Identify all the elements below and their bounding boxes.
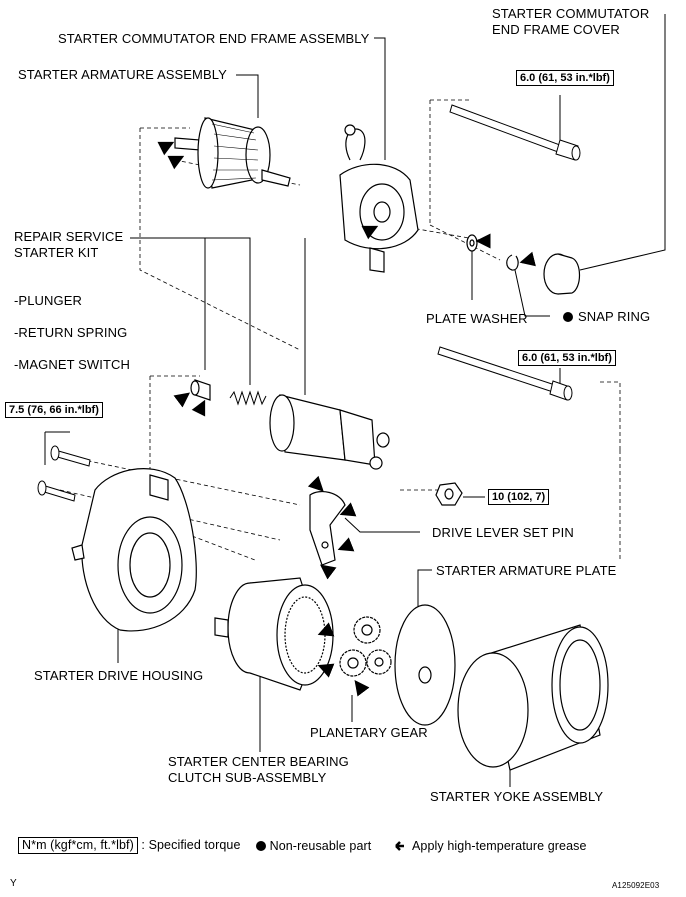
armature-assembly-drawing	[174, 117, 291, 189]
label-repair-kit-line2: STARTER KIT	[14, 245, 99, 260]
torque-spec-nut: 10 (102, 7)	[488, 489, 550, 505]
figure-id: A125092E03	[612, 881, 660, 890]
label-drive-housing: STARTER DRIVE HOUSING	[34, 668, 204, 683]
label-end-frame-cover-line2: END FRAME COVER	[492, 22, 620, 37]
center-bearing-clutch-drawing	[214, 577, 334, 691]
label-commutator-end-frame-assembly: STARTER COMMUTATOR END FRAME ASSEMBLY	[58, 31, 370, 46]
non-reusable-dot-icon	[563, 312, 573, 322]
snap-ring-drawing	[506, 254, 519, 271]
label-center-bearing-line2: CLUTCH SUB-ASSEMBLY	[168, 770, 327, 785]
armature-plate-drawing	[394, 604, 456, 726]
footer-left-code: Y	[10, 878, 17, 889]
legend-dot-icon	[256, 841, 266, 851]
label-planetary-gear: PLANETARY GEAR	[310, 725, 428, 740]
housing-bolts-drawing	[37, 445, 91, 502]
legend-non-reusable-text: Non-reusable part	[269, 839, 372, 853]
end-frame-cover-drawing	[543, 253, 581, 295]
label-yoke-assembly: STARTER YOKE ASSEMBLY	[430, 789, 604, 804]
torque-spec-top-bolt: 6.0 (61, 53 in.*lbf)	[516, 70, 614, 86]
label-center-bearing-line1: STARTER CENTER BEARING	[168, 754, 349, 769]
legend-grease-text: Apply high-temperature grease	[412, 839, 587, 853]
legend: N*m (kgf*cm, ft.*lbf) : Specified torque	[18, 837, 241, 854]
label-plunger: -PLUNGER	[14, 293, 82, 308]
label-armature-assembly: STARTER ARMATURE ASSEMBLY	[18, 67, 227, 82]
return-spring-drawing	[229, 390, 267, 406]
planetary-gear-drawing	[339, 616, 392, 677]
label-armature-plate: STARTER ARMATURE PLATE	[436, 563, 617, 578]
magnet-switch-drawing	[269, 394, 390, 470]
yoke-assembly-drawing	[457, 624, 609, 771]
plate-washer-drawing	[466, 234, 478, 252]
drive-lever-drawing	[309, 491, 346, 566]
legend-unit-box: N*m (kgf*cm, ft.*lbf)	[18, 837, 138, 854]
legend-non-reusable: Non-reusable part	[256, 838, 371, 854]
label-end-frame-cover-line1: STARTER COMMUTATOR	[492, 6, 650, 21]
grease-arrow-icons	[157, 141, 536, 697]
through-bolt-middle	[437, 346, 573, 401]
commutator-end-frame-drawing	[339, 124, 419, 273]
label-drive-lever-set-pin: DRIVE LEVER SET PIN	[432, 525, 574, 540]
torque-spec-housing-bolts: 7.5 (76, 66 in.*lbf)	[5, 402, 103, 418]
through-bolt-top	[449, 104, 581, 161]
label-repair-kit-line1: REPAIR SERVICE	[14, 229, 124, 244]
label-return-spring: -RETURN SPRING	[14, 325, 128, 340]
label-plate-washer: PLATE WASHER	[426, 311, 528, 326]
label-magnet-switch: -MAGNET SWITCH	[14, 357, 130, 372]
legend-grease-arrow-icon	[395, 841, 404, 851]
label-snap-ring: SNAP RING	[578, 309, 651, 324]
legend-specified-torque: : Specified torque	[141, 838, 241, 852]
terminal-nut-drawing	[435, 482, 463, 506]
torque-spec-middle-bolt: 6.0 (61, 53 in.*lbf)	[518, 350, 616, 366]
drive-housing-drawing	[71, 468, 197, 632]
plunger-drawing	[190, 379, 211, 401]
